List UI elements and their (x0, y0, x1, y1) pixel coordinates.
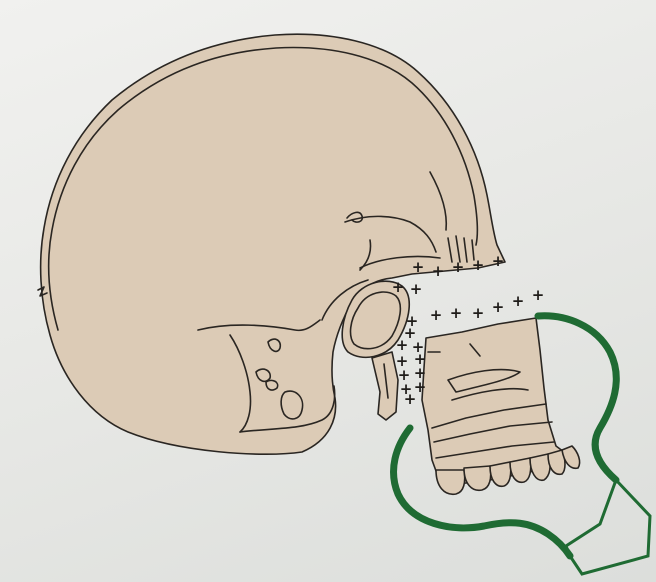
pterygoid-outline (372, 352, 398, 420)
plus-marker: + (432, 262, 445, 280)
tooth-canine (530, 454, 550, 480)
plus-marker: + (492, 252, 505, 270)
plus-marker: + (430, 306, 443, 324)
tooth-molar-2 (464, 466, 491, 490)
pterygoid-process (372, 352, 398, 420)
plus-marker: + (410, 280, 423, 298)
tooth-premolar-2 (510, 458, 531, 482)
plus-marker: + (412, 258, 425, 276)
arrow-head (566, 480, 650, 574)
plus-marker: + (472, 256, 485, 274)
plus-marker: + (492, 298, 505, 316)
plus-marker: + (450, 304, 463, 322)
plus-marker: + (392, 278, 405, 296)
plus-marker: + (512, 292, 525, 310)
plus-marker: + (532, 286, 545, 304)
tooth-premolar-1 (490, 462, 511, 486)
tooth-molar-1 (436, 470, 465, 494)
plus-marker: + (404, 390, 417, 408)
plus-marker: + (452, 258, 465, 276)
plus-marker: + (472, 304, 485, 322)
